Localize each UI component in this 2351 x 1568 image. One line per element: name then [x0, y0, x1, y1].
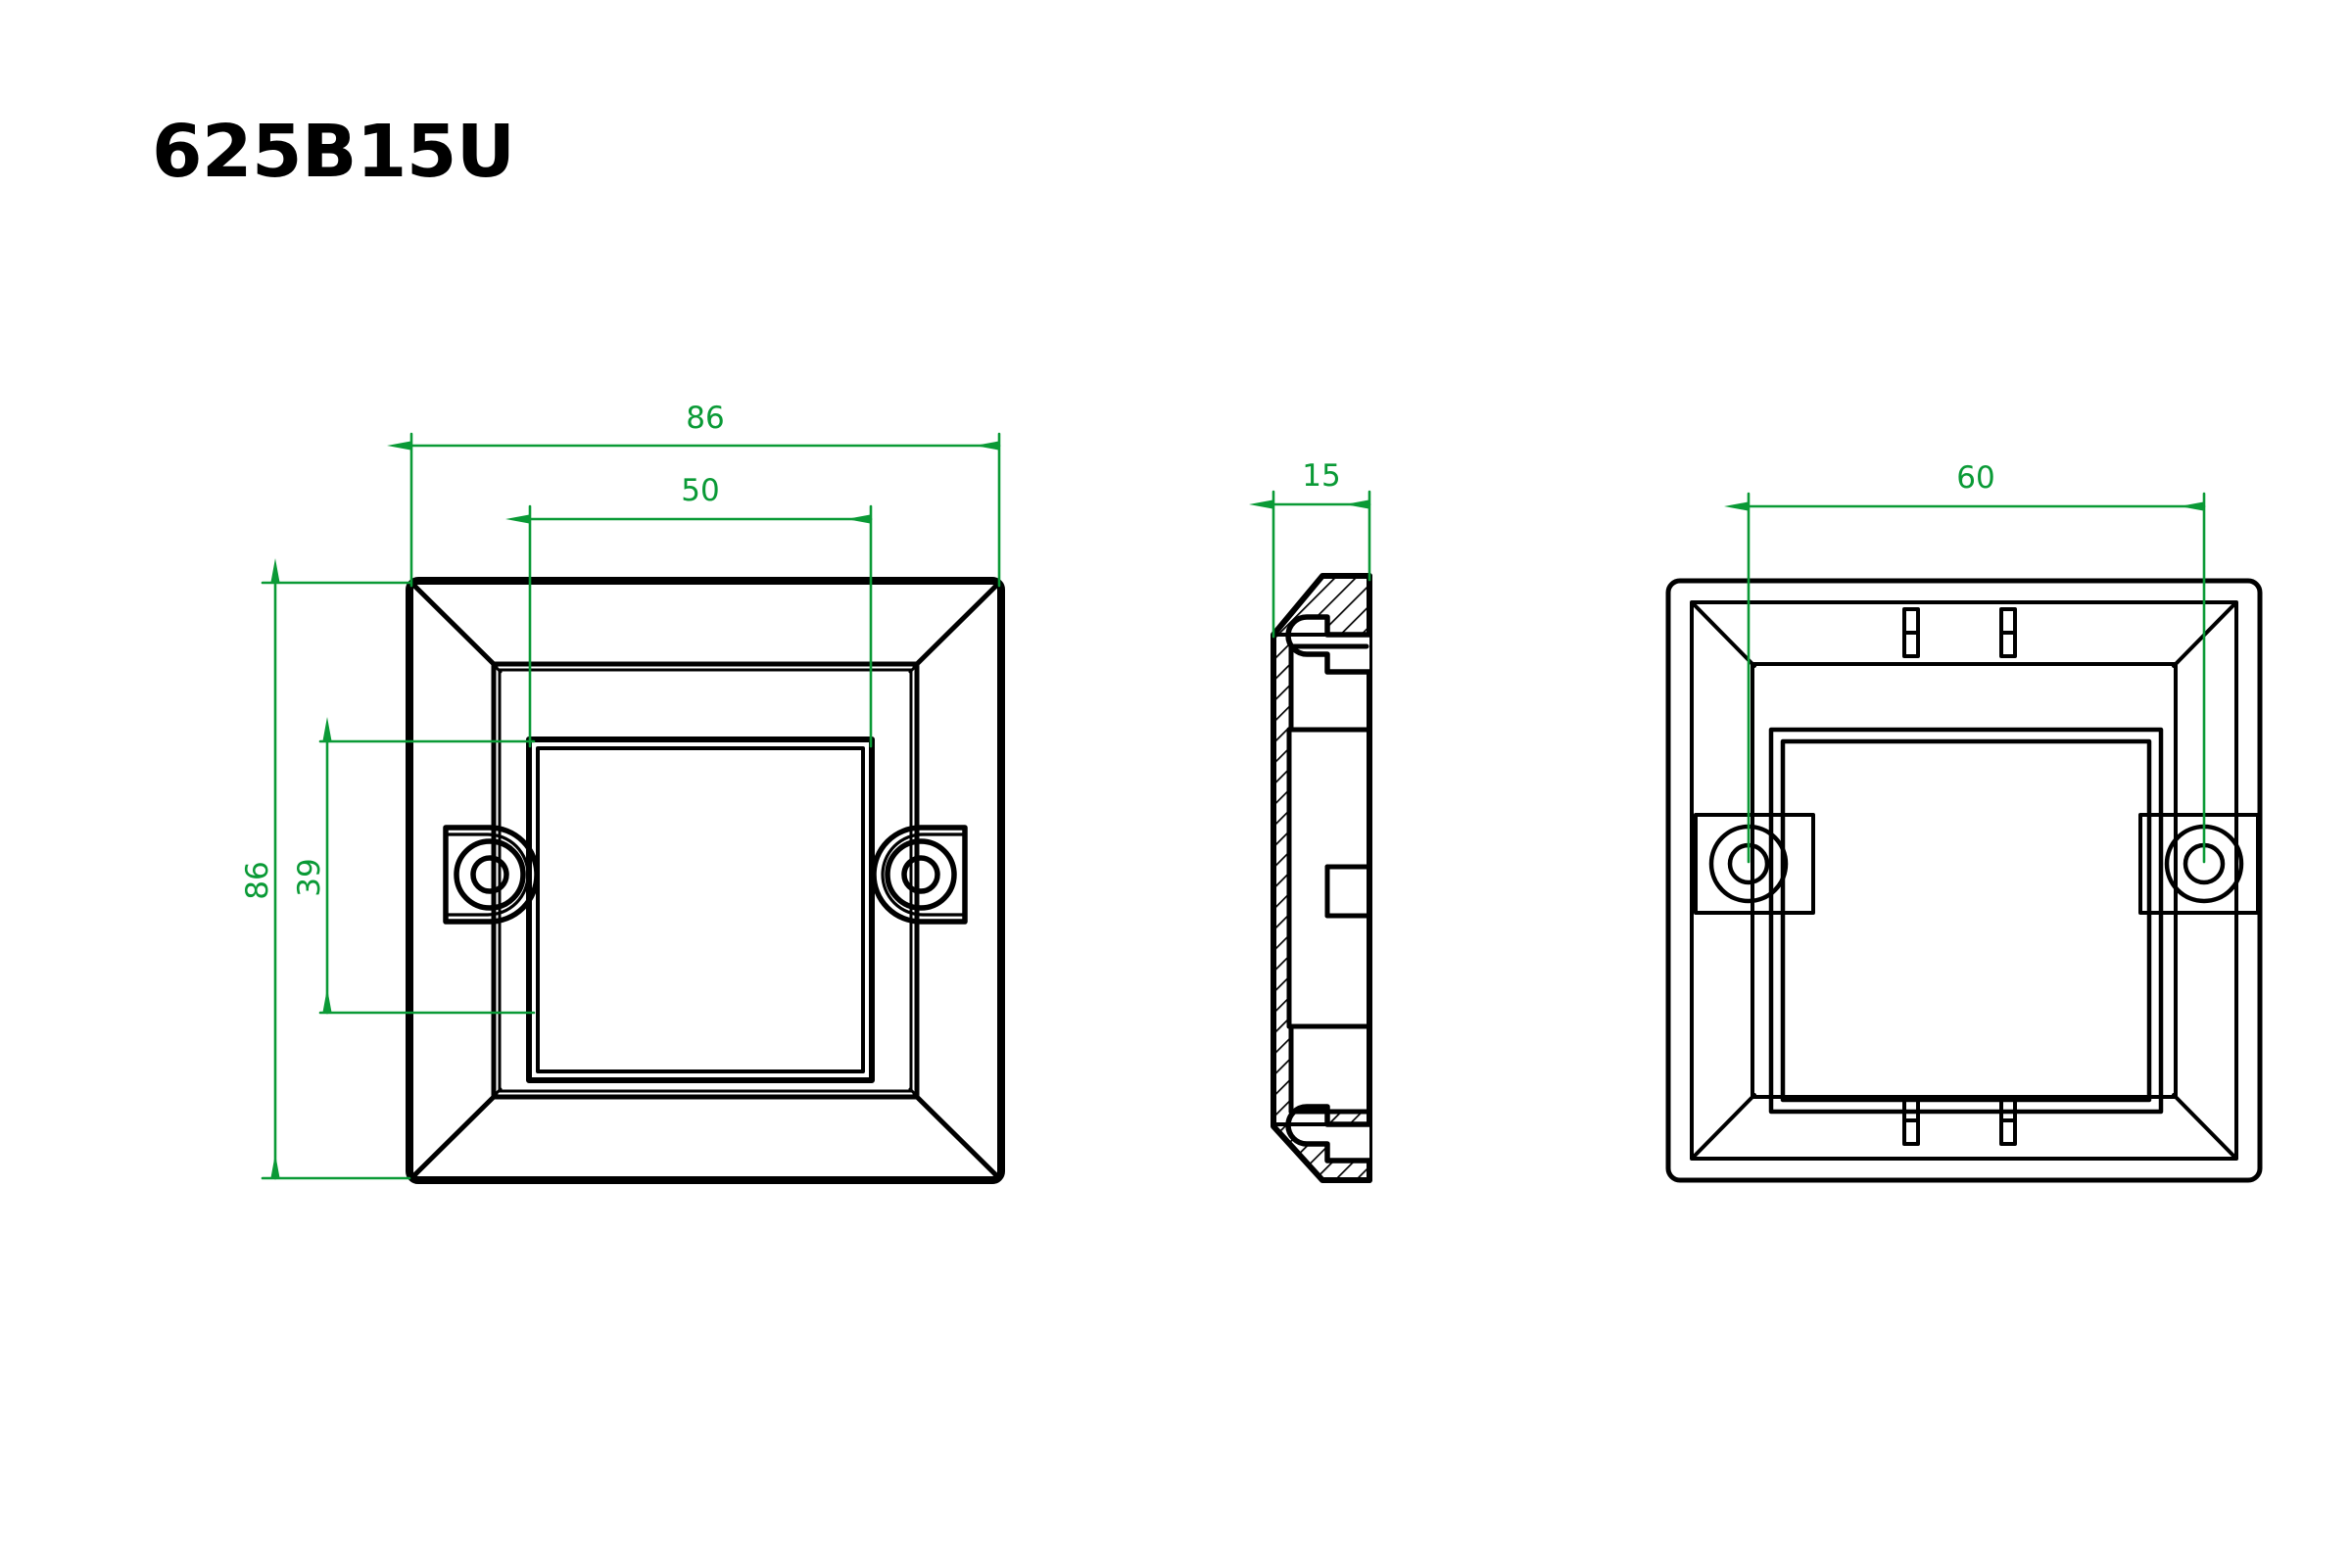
side-section-view [1271, 573, 1372, 1183]
dimension-label-front-width-86: 86 [686, 401, 724, 436]
front-view [406, 577, 1005, 1184]
rear-inner-frame [1751, 662, 2178, 1099]
dimension-label-front-aperture-50: 50 [681, 473, 719, 508]
rear-aperture-outer [1768, 727, 2164, 1115]
front-bezel-step-outer [491, 661, 920, 1100]
right-mounting-tab [871, 825, 968, 925]
front-outer-bezel [406, 577, 1005, 1184]
side-internal-lines [1286, 643, 1372, 1115]
rear-top-slots [1902, 607, 2017, 658]
dimension-label-rear-width-60: 60 [1956, 460, 1994, 496]
dimension-label-side-depth-15: 15 [1302, 458, 1340, 494]
right-mounting-tab [2138, 813, 2260, 915]
dimension-rear-width-60 [1724, 492, 2206, 864]
rear-outer-bezel [1665, 578, 2263, 1183]
front-mitre-lines-secondary [418, 590, 992, 1171]
rear-bottom-slots [1902, 1095, 2017, 1146]
dimension-front-aperture-50 [505, 504, 873, 748]
side-cavity-lower [1291, 1026, 1367, 1112]
dimension-front-width-86 [387, 432, 1001, 588]
side-hatch-strips [1271, 633, 1371, 1126]
dimension-side-depth-15 [1249, 490, 1371, 639]
screw-hole-inner [470, 855, 509, 894]
dimension-front-aperture-39 [318, 717, 536, 1015]
front-aperture-inner [536, 746, 865, 1073]
front-aperture-outer [526, 736, 875, 1083]
dimension-label-front-aperture-39: 39 [292, 858, 327, 896]
rear-view [1665, 578, 2263, 1183]
part-number-title: 625B15U [152, 110, 515, 194]
dimension-front-height-86 [261, 558, 411, 1180]
front-bezel-step-inner [498, 668, 913, 1093]
rear-bezel-step [1690, 600, 2238, 1161]
dimension-label-front-height-86: 86 [240, 861, 275, 899]
rear-aperture-inner [1780, 738, 2152, 1103]
rear-mitre-lines [1692, 602, 2236, 1159]
screw-hole-inner [901, 855, 940, 894]
